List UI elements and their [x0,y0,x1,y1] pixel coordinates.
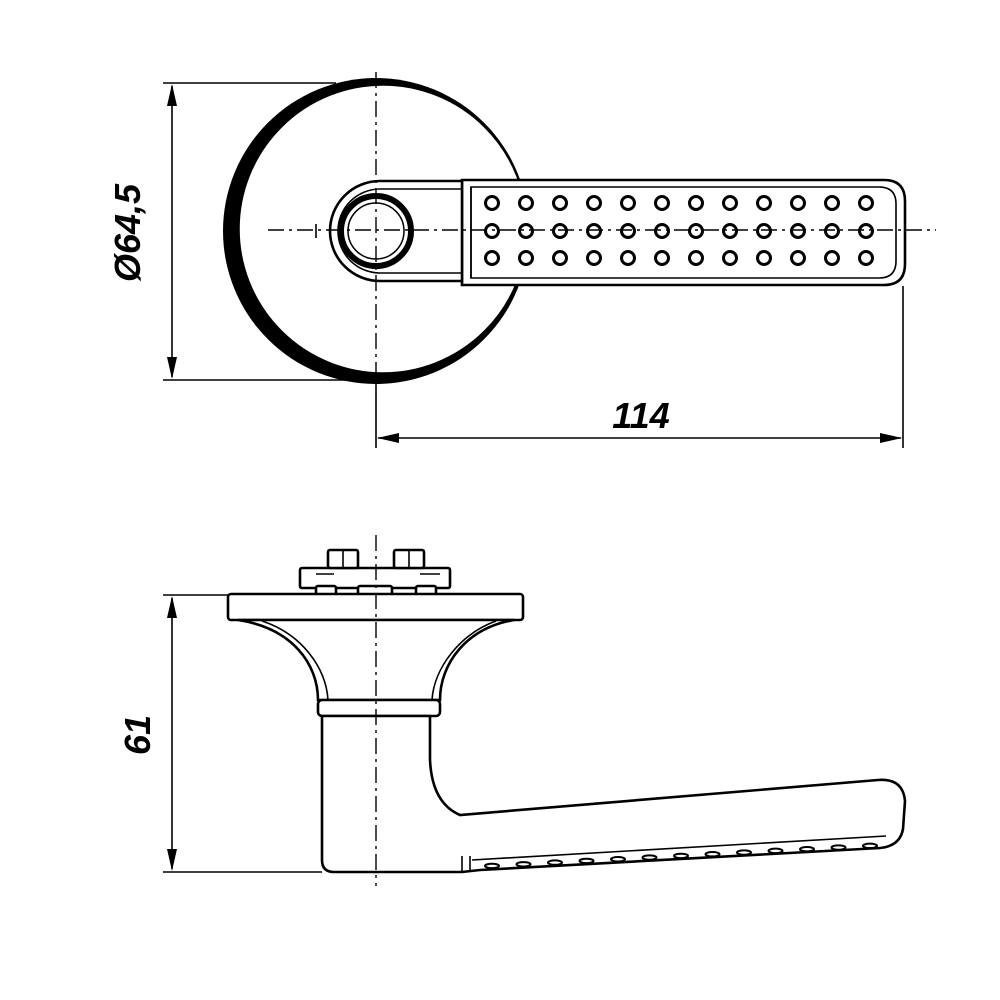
grip-dot [790,223,806,239]
grip-dot [756,250,772,266]
neck-flare-inner-line-right [431,620,497,701]
side-view: 61 [117,535,907,886]
grip-dot [688,250,704,266]
grip-profile-dot [799,845,815,853]
lever-grip-panel [470,186,897,279]
grip-dot [858,223,874,239]
grip-dot [824,195,840,211]
grip-profile-dot [484,862,500,870]
grip-profile-dot [704,851,721,858]
grip-profile-dot [767,847,784,855]
grip-dot [620,223,636,239]
lever-grip-band-line [471,835,887,861]
grip-dot [552,223,568,239]
grip-dot [756,195,772,211]
grip-dot [620,195,636,211]
length-arrow-right [880,433,902,443]
grip-dot [586,223,602,239]
diameter-arrow-top [167,84,177,106]
top-view: Ø64,5 114 [107,72,936,448]
grip-dot [858,195,874,211]
grip-dot [586,195,602,211]
grip-profile-dot [578,857,595,865]
grip-dot [586,250,602,266]
grip-profile-dot [547,859,563,866]
grip-dot [722,195,738,211]
grip-dot [790,195,806,211]
grip-dot [552,195,568,211]
diameter-label: Ø64,5 [107,183,148,282]
grip-profile-dot [830,844,847,851]
mounting-clips [298,548,452,602]
height-label: 61 [117,715,158,755]
lever-side-profile [320,714,907,874]
grip-dot [484,223,500,239]
grip-profile-dot [736,849,752,856]
diameter-arrow-bottom [167,357,177,379]
grip-dot [484,250,500,266]
grip-dot [654,223,670,239]
grip-dot [756,223,772,239]
grip-dot [722,223,738,239]
grip-dot [722,250,738,266]
grip-profile-dot [641,854,658,861]
neck-flare-inner-line [261,620,329,701]
grip-profile-dot [673,852,689,860]
grip-dot [484,195,500,211]
neck-band [316,698,442,718]
grip-dot [552,250,568,266]
grip-dot [688,195,704,211]
grip-dot [824,250,840,266]
height-arrow-bottom [167,849,177,871]
grip-dot [790,250,806,266]
grip-profile-dot [610,856,626,863]
grip-dot-grid [484,195,874,266]
grip-profile-dot [862,842,878,850]
grip-dot [518,195,534,211]
grip-dot [654,195,670,211]
grip-profile-dot [515,861,532,868]
length-arrow-left [377,433,399,443]
grip-dot [518,250,534,266]
length-label: 114 [612,395,669,436]
height-arrow-top [167,596,177,618]
grip-dot [688,223,704,239]
lever-grip-profile [484,842,878,870]
grip-dot [518,223,534,239]
grip-dot [620,250,636,266]
grip-dot [654,250,670,266]
grip-dot [824,223,840,239]
grip-dot [858,250,874,266]
